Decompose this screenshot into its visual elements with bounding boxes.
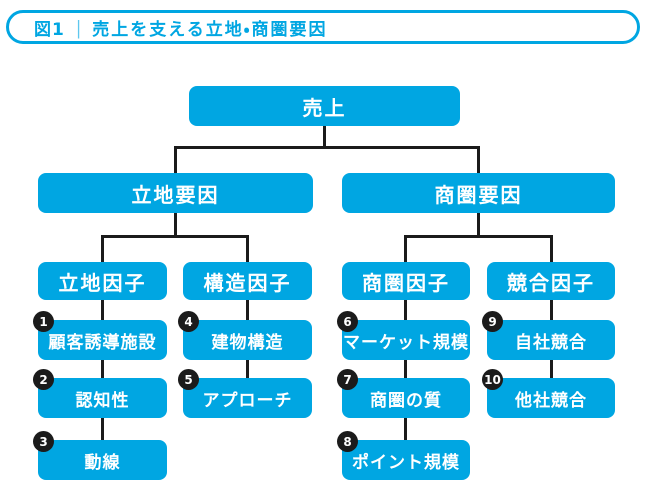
- connector-line: [101, 235, 104, 262]
- node-trade-area-quality: 商圏の質: [342, 378, 470, 418]
- number-badge-7: 7: [337, 369, 358, 390]
- number-badge-5: 5: [178, 369, 199, 390]
- node-location-factor: 立地因子: [38, 262, 167, 300]
- connector-line: [404, 235, 407, 262]
- connector-line: [477, 146, 480, 173]
- connector-line: [101, 300, 104, 320]
- figure-header: 図1 | 売上を支える立地・商圏要因: [6, 10, 640, 44]
- node-trade-area-factor: 商圏因子: [342, 262, 470, 300]
- node-traffic-flow: 動線: [38, 440, 167, 480]
- figure-title: 売上を支える立地・商圏要因: [92, 19, 328, 40]
- node-market-size: マーケット規模: [342, 320, 470, 360]
- connector-line: [404, 300, 407, 320]
- connector-line: [246, 360, 249, 378]
- node-location-factors: 立地要因: [38, 173, 313, 213]
- number-badge-2: 2: [33, 369, 54, 390]
- node-point-size: ポイント規模: [342, 440, 470, 480]
- number-badge-6: 6: [337, 311, 358, 332]
- node-visibility: 認知性: [38, 378, 167, 418]
- connector-line: [550, 235, 553, 262]
- connector-line: [246, 235, 249, 262]
- number-badge-9: 9: [482, 311, 503, 332]
- number-badge-1: 1: [33, 311, 54, 332]
- connector-line: [101, 235, 249, 238]
- node-competition-factor: 競合因子: [487, 262, 615, 300]
- number-badge-3: 3: [33, 431, 54, 452]
- node-trade-area-factors: 商圏要因: [342, 173, 615, 213]
- connector-line: [101, 360, 104, 378]
- header-separator: |: [75, 16, 82, 38]
- node-structure-factor: 構造因子: [183, 262, 312, 300]
- connector-line: [550, 300, 553, 320]
- connector-line: [550, 360, 553, 378]
- connector-line: [174, 213, 177, 235]
- number-badge-8: 8: [337, 431, 358, 452]
- connector-line: [323, 126, 326, 148]
- connector-line: [404, 235, 553, 238]
- connector-line: [404, 360, 407, 378]
- number-badge-4: 4: [178, 311, 199, 332]
- node-customer-attracting-facilities: 顧客誘導施設: [38, 320, 167, 360]
- connector-line: [174, 146, 177, 173]
- connector-line: [246, 300, 249, 320]
- number-badge-10: 10: [482, 369, 503, 390]
- figure-number-label: 図1: [34, 19, 65, 40]
- connector-line: [101, 418, 104, 440]
- node-own-company-competition: 自社競合: [487, 320, 615, 360]
- node-approach: アプローチ: [183, 378, 312, 418]
- connector-line: [477, 213, 480, 235]
- connector-line: [404, 418, 407, 440]
- node-other-company-competition: 他社競合: [487, 378, 615, 418]
- connector-line: [174, 146, 480, 149]
- node-building-structure: 建物構造: [183, 320, 312, 360]
- node-sales: 売上: [189, 86, 460, 126]
